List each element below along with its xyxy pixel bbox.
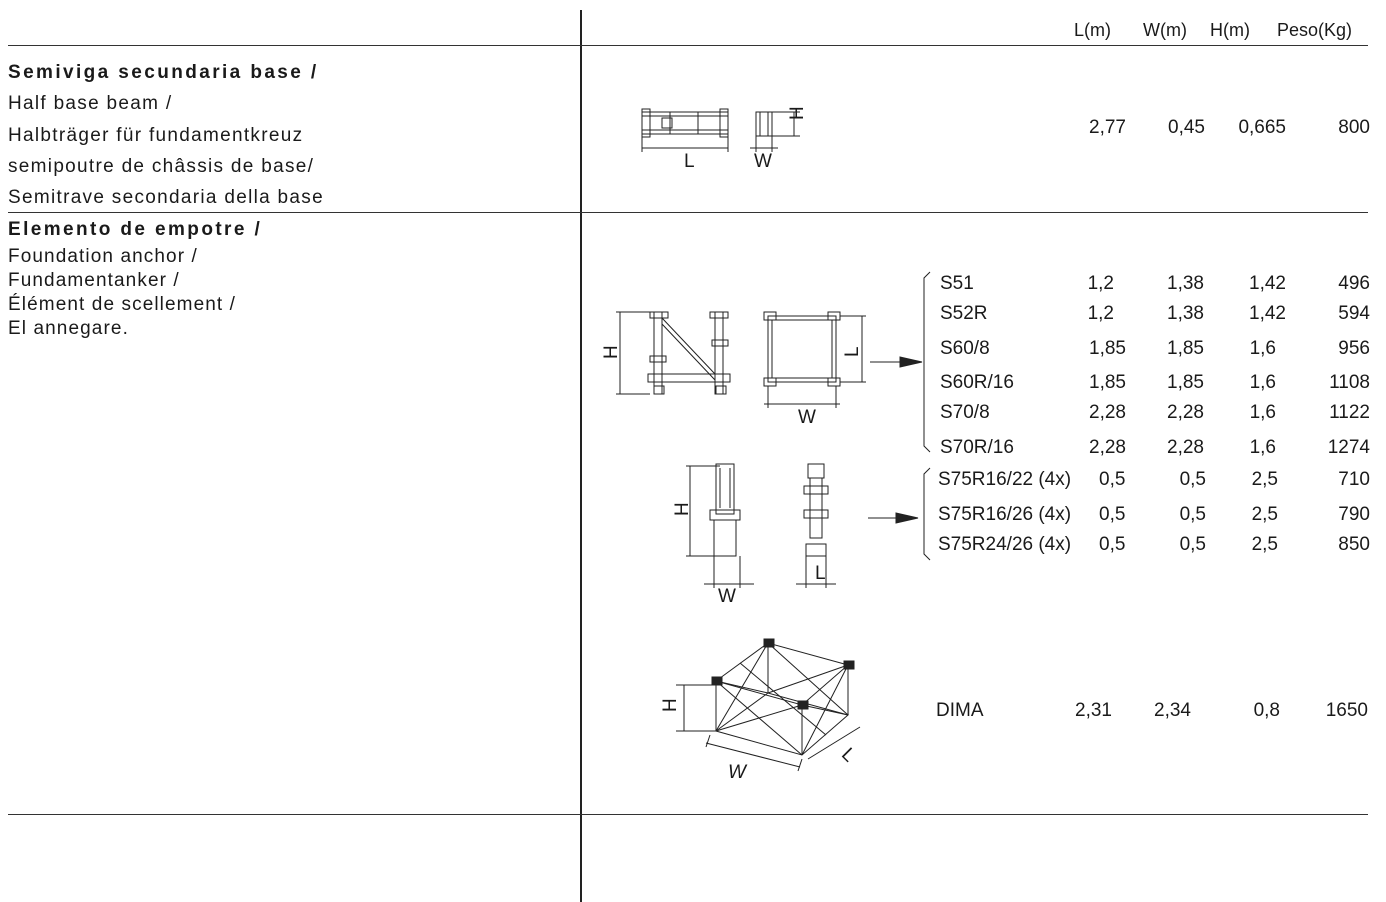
l-value: 0,5 bbox=[1099, 534, 1126, 555]
model-name: S75R16/26 (4x) bbox=[938, 504, 1072, 525]
peso-value: 594 bbox=[1338, 303, 1370, 324]
table-row: S60/8 1,85 1,85 1,6 956 bbox=[0, 338, 1386, 362]
half-beam-dim-l: L bbox=[684, 151, 695, 172]
peso-value: 710 bbox=[1338, 469, 1370, 490]
leg-dim-w: W bbox=[718, 586, 736, 607]
column-divider bbox=[580, 10, 582, 902]
leg-dim-l: L bbox=[815, 563, 826, 584]
table-row: S75R16/22 (4x) 0,5 0,5 2,5 710 bbox=[0, 469, 1386, 493]
section2-subtitle: Foundation anchor / bbox=[8, 246, 198, 267]
section2-subtitle: Élément de scellement / bbox=[8, 294, 237, 315]
h-value: 0,8 bbox=[1253, 700, 1280, 721]
foundation-anchor-drawing bbox=[600, 300, 940, 430]
w-value: 2,28 bbox=[1167, 402, 1204, 423]
section-rule-1 bbox=[8, 212, 1368, 213]
group2-bracket bbox=[920, 466, 932, 562]
section1-subtitle: semipoutre de châssis de base/ bbox=[8, 156, 315, 177]
h-value: 2,5 bbox=[1251, 504, 1278, 525]
section2-subtitle: Fundamentanker / bbox=[8, 270, 180, 291]
l-value: 0,5 bbox=[1099, 469, 1126, 490]
half-beam-peso-value: 800 bbox=[1338, 117, 1370, 138]
model-name: S75R16/22 (4x) bbox=[938, 469, 1072, 490]
w-value: 0,5 bbox=[1179, 504, 1206, 525]
column-header-peso: Peso(Kg) bbox=[1277, 20, 1353, 40]
anchor-dim-w: W bbox=[798, 407, 816, 428]
l-value: 2,28 bbox=[1089, 437, 1126, 458]
h-value: 1,42 bbox=[1249, 273, 1286, 294]
section1-subtitle: Half base beam / bbox=[8, 93, 173, 114]
peso-value: 850 bbox=[1338, 534, 1370, 555]
h-value: 2,5 bbox=[1251, 469, 1278, 490]
peso-value: 1650 bbox=[1325, 700, 1368, 721]
dima-dim-w: W bbox=[728, 762, 746, 783]
table-row: S51 1,2 1,38 1,42 496 bbox=[0, 273, 1386, 297]
model-name: S52R bbox=[940, 303, 988, 324]
w-value: 1,38 bbox=[1167, 273, 1204, 294]
section-rule-2 bbox=[8, 814, 1368, 815]
group1-bracket bbox=[920, 270, 932, 454]
h-value: 1,42 bbox=[1249, 303, 1286, 324]
model-name: DIMA bbox=[936, 700, 984, 721]
w-value: 1,85 bbox=[1167, 338, 1204, 359]
section2-title: Elemento de empotre / bbox=[8, 219, 263, 240]
half-beam-dim-h: H bbox=[787, 106, 808, 120]
anchor-leg-drawing bbox=[680, 460, 920, 600]
half-beam-l-value: 2,77 bbox=[1089, 117, 1126, 138]
h-value: 2,5 bbox=[1251, 534, 1278, 555]
model-name: S70/8 bbox=[940, 402, 990, 423]
section1-subtitle: Halbträger für fundamentkreuz bbox=[8, 125, 304, 146]
section1-subtitle: Semitrave secondaria della base bbox=[8, 187, 324, 208]
w-value: 0,5 bbox=[1179, 534, 1206, 555]
peso-value: 1108 bbox=[1329, 372, 1370, 393]
peso-value: 956 bbox=[1338, 338, 1370, 359]
half-beam-h-value: 0,665 bbox=[1238, 117, 1286, 138]
table-row: DIMA 2,31 2,34 0,8 1650 bbox=[0, 700, 1386, 724]
l-value: 2,31 bbox=[1075, 700, 1112, 721]
model-name: S51 bbox=[940, 273, 974, 294]
model-name: S75R24/26 (4x) bbox=[938, 534, 1072, 555]
l-value: 1,85 bbox=[1089, 338, 1126, 359]
l-value: 1,2 bbox=[1087, 273, 1114, 294]
w-value: 2,28 bbox=[1167, 437, 1204, 458]
w-value: 2,34 bbox=[1154, 700, 1191, 721]
dima-frame-drawing bbox=[670, 635, 870, 775]
column-header-l: L(m) bbox=[1074, 20, 1111, 40]
l-value: 1,2 bbox=[1087, 303, 1114, 324]
section1-title: Semiviga secundaria base / bbox=[8, 62, 319, 83]
h-value: 1,6 bbox=[1249, 402, 1276, 423]
l-value: 1,85 bbox=[1089, 372, 1126, 393]
half-base-beam-drawing bbox=[640, 106, 810, 166]
table-row: S70R/16 2,28 2,28 1,6 1274 bbox=[0, 437, 1386, 461]
table-row: S75R24/26 (4x) 0,5 0,5 2,5 850 bbox=[0, 534, 1386, 558]
table-row: S60R/16 1,85 1,85 1,6 1108 bbox=[0, 372, 1386, 396]
section2-subtitle: El annegare. bbox=[8, 318, 129, 339]
column-header-w: W(m) bbox=[1143, 20, 1187, 40]
l-value: 2,28 bbox=[1089, 402, 1126, 423]
model-name: S70R/16 bbox=[940, 437, 1014, 458]
w-value: 0,5 bbox=[1179, 469, 1206, 490]
w-value: 1,38 bbox=[1167, 303, 1204, 324]
peso-value: 1274 bbox=[1327, 437, 1370, 458]
table-row: S70/8 2,28 2,28 1,6 1122 bbox=[0, 402, 1386, 426]
table-row: S75R16/26 (4x) 0,5 0,5 2,5 790 bbox=[0, 504, 1386, 528]
h-value: 1,6 bbox=[1249, 338, 1276, 359]
peso-value: 790 bbox=[1338, 504, 1370, 525]
column-header-h: H(m) bbox=[1210, 20, 1250, 40]
w-value: 1,85 bbox=[1167, 372, 1204, 393]
l-value: 0,5 bbox=[1099, 504, 1126, 525]
table-row: S52R 1,2 1,38 1,42 594 bbox=[0, 303, 1386, 327]
h-value: 1,6 bbox=[1249, 372, 1276, 393]
model-name: S60/8 bbox=[940, 338, 990, 359]
header-rule bbox=[8, 45, 1368, 46]
half-beam-dim-w: W bbox=[754, 151, 772, 172]
model-name: S60R/16 bbox=[940, 372, 1014, 393]
peso-value: 1122 bbox=[1329, 402, 1370, 423]
half-beam-w-value: 0,45 bbox=[1168, 117, 1205, 138]
h-value: 1,6 bbox=[1249, 437, 1276, 458]
peso-value: 496 bbox=[1338, 273, 1370, 294]
